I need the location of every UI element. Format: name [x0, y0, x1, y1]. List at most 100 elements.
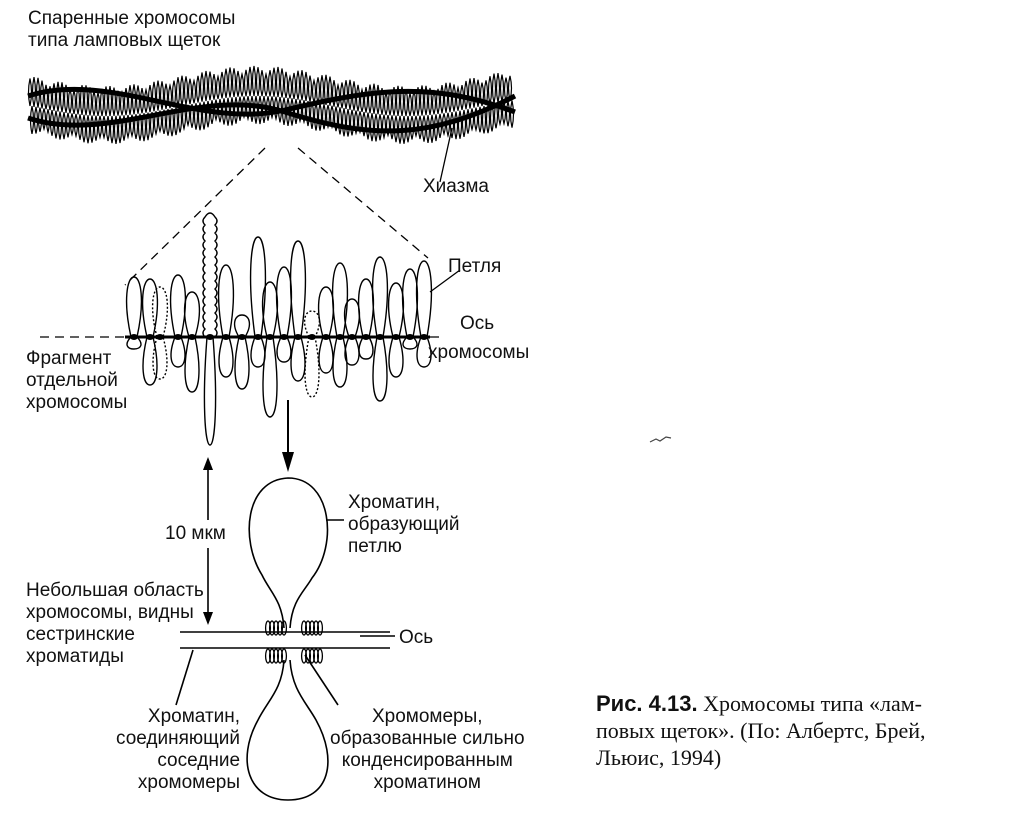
chromatin-loop [217, 264, 235, 338]
bristle-loop [471, 78, 477, 108]
chromatin-loop [141, 278, 159, 338]
chromatin-loop [318, 336, 334, 374]
bristle-loop [369, 113, 375, 142]
chromomere-bead [174, 334, 182, 340]
bristle-loop [183, 76, 189, 106]
chromosome-axis-strand-b [27, 93, 517, 134]
bristle-loop [461, 109, 467, 137]
bristle-loop [439, 84, 445, 114]
bristle-loop [55, 81, 61, 112]
bristle-loop [285, 97, 291, 127]
bristle-loop [239, 71, 245, 97]
axis-label-top: Ось [460, 313, 495, 334]
bristle-loop [367, 84, 373, 114]
bristle-loop [481, 105, 487, 134]
chromatin-loop [372, 336, 388, 402]
bristle-loop [133, 114, 139, 139]
bristle-loop [349, 109, 355, 136]
bristle-loop [65, 112, 71, 138]
bristle-loop [483, 80, 489, 106]
bristle-loop [277, 96, 283, 123]
bristle-loop [93, 115, 99, 141]
chromatin-loop [275, 266, 293, 338]
bristle-loop [279, 68, 285, 98]
bristle-loop [423, 85, 429, 116]
chromatin-loop [303, 310, 321, 338]
bristle-loop [235, 70, 241, 97]
bristle-loop [359, 87, 365, 113]
bristle-loop [89, 115, 95, 143]
chromatin-loop [183, 291, 201, 338]
bristle-loop [347, 79, 353, 110]
bristle-loop [405, 115, 411, 143]
chromatin-loop [289, 240, 307, 338]
bristle-loop [325, 104, 331, 130]
bristle-loop [331, 80, 337, 107]
chromosome-axis-label: хромосомы [428, 342, 530, 363]
bristle-loop [417, 115, 423, 140]
bristle-loop [299, 70, 305, 101]
bristle-loop [427, 87, 433, 115]
bristle-loop [339, 82, 345, 109]
chromatin-loop [401, 268, 419, 338]
small-region-label: Небольшая область хромосомы, видны сестр… [26, 580, 204, 667]
chromomere-coil [312, 620, 320, 636]
bristle-loop [31, 77, 37, 107]
bristle-loop [465, 109, 471, 134]
chromatin-loop [387, 282, 405, 338]
bristle-loop [281, 97, 287, 125]
fragment-label: Фрагмент отдельной хромосомы [26, 348, 128, 413]
caption-lead: Рис. 4.13. [596, 691, 698, 716]
bristle-loop [291, 72, 297, 100]
bristle-loop [321, 103, 327, 130]
bristle-loop [395, 85, 401, 116]
chromatin-loop [152, 336, 168, 380]
chromomere-coil [316, 648, 324, 664]
bristle-loop [141, 113, 147, 142]
bristle-loop [499, 74, 505, 103]
chromomere-bead [222, 334, 230, 340]
bristle-loop [67, 88, 73, 114]
bristle-loop [241, 96, 247, 120]
chromomere-coil [268, 648, 276, 664]
bristle-loop [203, 70, 209, 102]
lower-loop [246, 659, 329, 801]
bristle-loop [111, 87, 117, 116]
chromatin-loop [332, 336, 348, 388]
bristle-loop [95, 92, 101, 117]
bristle-loop [429, 114, 435, 143]
chromatin-loop [249, 236, 267, 338]
chromatin-loop [184, 336, 200, 393]
bristle-loop [77, 114, 83, 140]
bristle-loop [123, 87, 129, 116]
chromomere-bead [130, 334, 138, 340]
bristle-loop [165, 108, 171, 136]
bristle-loop [83, 85, 89, 116]
bristle-loop [371, 83, 377, 114]
bristle-loop [253, 95, 259, 124]
chromatin-loop [203, 336, 217, 446]
bristle-loop [489, 104, 495, 132]
bristle-loop [215, 74, 221, 100]
bristle-loop [283, 71, 289, 99]
zoom-guide-lines [40, 147, 440, 338]
bristle-loop [137, 113, 143, 141]
bristle-loop [361, 111, 367, 137]
bristle-loop [441, 113, 447, 137]
bristle-loop [97, 115, 103, 140]
bristle-loop [317, 103, 323, 131]
bristle-loop [105, 115, 111, 142]
bristle-loop [69, 113, 75, 137]
bristle-loop [355, 84, 361, 112]
bristle-loop [493, 103, 499, 129]
bristle-loop [311, 78, 317, 103]
bristle-loop [351, 81, 357, 111]
chromatin-loop [357, 278, 375, 338]
bristle-loop [259, 70, 265, 97]
bristle-loop [179, 75, 185, 106]
bristle-loop [419, 85, 425, 116]
bristle-loop [315, 77, 321, 104]
bristle-loop [227, 67, 233, 98]
magnify-arrow [282, 400, 294, 472]
chromatin-loop [151, 286, 169, 338]
